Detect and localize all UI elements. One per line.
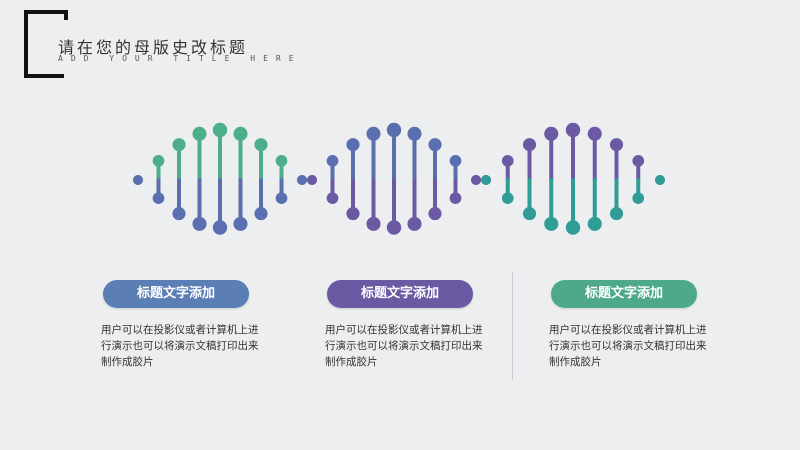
title-bracket [24,10,68,78]
helix-node-bottom [449,192,462,205]
helix-node-top [587,126,602,141]
helix-node-top [233,126,248,141]
helix-node-top [212,122,228,138]
helix-node-bottom [632,192,645,205]
helix-node-top [275,155,288,167]
helix-node-bottom [407,216,422,231]
section-3-title-button[interactable]: 标题文字添加 [551,280,697,308]
helix-node-top [386,122,402,138]
helix-node-bottom [366,216,381,231]
helix-node-bottom [233,216,248,231]
helix-node-top [501,155,514,167]
helix-node-top [632,155,645,167]
helix-node-top [346,138,360,152]
helix-node-bottom [133,175,143,185]
helix-node-top [366,126,381,141]
section-1-title-button[interactable]: 标题文字添加 [103,280,249,308]
helix-node-bottom [192,216,207,231]
helix-node-bottom [275,192,288,205]
divider [512,272,513,380]
slide-title[interactable]: 请在您的母版史改标题 [58,38,249,57]
helix-node-top [449,155,462,167]
helix-node-bottom [346,207,360,221]
helix-node-bottom [297,175,307,185]
helix-node-bottom [501,192,514,205]
helix-node-top [428,138,442,152]
helix-node-top [565,122,581,138]
helix-node-bottom [428,207,442,221]
section-1-text: 用户可以在投影仪或者计算机上进行演示也可以将演示文稿打印出来制作成胶片 [101,324,259,368]
helix-node-bottom [471,175,481,185]
helix-node-top [192,126,207,141]
helix-node-top [152,155,165,167]
dna-helix-graphic [133,122,665,235]
helix-node-bottom [212,220,228,235]
helix-node-top [326,155,339,167]
helix-node-bottom [565,220,581,235]
helix-node-bottom [172,207,186,221]
helix-node-bottom [254,207,268,221]
helix-node-bottom [152,192,165,205]
helix-node-top [254,138,268,152]
helix-node-top [407,126,422,141]
helix-node-top [544,126,559,141]
section-3-text: 用户可以在投影仪或者计算机上进行演示也可以将演示文稿打印出来制作成胶片 [549,324,707,368]
helix-node-bottom [522,207,537,221]
helix-node-bottom [307,175,317,185]
helix-node-bottom [544,216,559,231]
helix-node-bottom [326,192,339,205]
helix-node-top [609,138,624,152]
helix-node-top [172,138,186,152]
section-2-title-button[interactable]: 标题文字添加 [327,280,473,308]
helix-node-bottom [655,175,665,185]
helix-node-bottom [587,216,602,231]
helix-node-bottom [609,207,624,221]
section-2-text: 用户可以在投影仪或者计算机上进行演示也可以将演示文稿打印出来制作成胶片 [325,324,483,368]
slide-subtitle: ADD YOUR TITLE HERE [58,54,302,63]
helix-node-bottom [481,175,491,185]
helix-node-bottom [386,220,402,235]
helix-node-top [522,138,537,152]
